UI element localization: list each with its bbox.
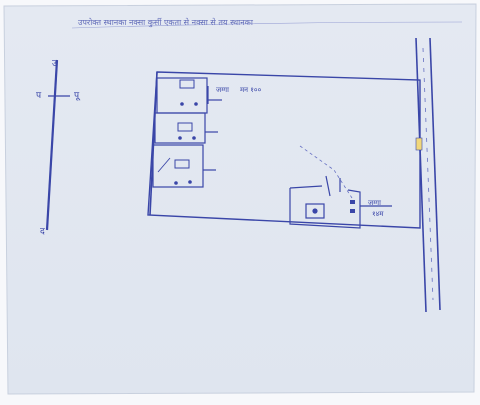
room-1-symbol <box>179 79 195 89</box>
building-inner-room <box>305 203 325 219</box>
road <box>415 37 441 313</box>
header-text: उपरोक्त स्थानका नक्सा कुर्सी एकता से नक्… <box>78 17 254 28</box>
plot-boundary <box>147 71 421 229</box>
right-plot-value: १४म <box>372 210 384 218</box>
room-markers <box>157 79 198 185</box>
compass: उ प पू द <box>36 59 81 237</box>
left-rooms <box>152 77 222 188</box>
room-3-symbol <box>174 159 190 169</box>
room-3-scribble <box>157 157 171 173</box>
room-3-dot-b <box>188 180 192 184</box>
paper-sheet <box>3 3 477 395</box>
building-top-wall <box>289 185 323 189</box>
compass-left-label: प <box>36 91 42 101</box>
main-plot <box>147 71 421 229</box>
building-outline <box>289 188 361 229</box>
room-2 <box>154 112 206 144</box>
compass-axis <box>45 59 59 231</box>
right-plot-label: जग्गा <box>368 199 381 207</box>
room-3-dot-a <box>174 181 178 185</box>
building-center-dot <box>312 208 318 214</box>
header-underline <box>71 21 463 29</box>
building-marker-1 <box>350 200 355 204</box>
road-edge-right <box>429 37 441 311</box>
room-2-dot-a <box>178 136 182 140</box>
top-plot-label: जग्गा <box>216 86 229 94</box>
compass-right-label: पू <box>74 91 81 101</box>
room-2-dot-b <box>192 136 196 140</box>
right-building <box>289 175 392 229</box>
room-1-dot-b <box>194 102 198 106</box>
building-marker-2 <box>350 209 355 213</box>
room-3 <box>152 144 204 188</box>
compass-top-label: उ <box>52 59 58 69</box>
dashed-path <box>299 145 353 199</box>
road-marker <box>415 137 423 151</box>
road-edge-left <box>415 37 427 313</box>
compass-bottom-label: द <box>40 227 45 237</box>
top-plot-value: मन १०० <box>240 86 262 94</box>
building-entrance <box>325 175 341 197</box>
plot-left-edge <box>149 71 158 216</box>
room-1-dot-a <box>180 102 184 106</box>
room-2-symbol <box>177 122 193 132</box>
road-centre-line <box>422 47 434 301</box>
